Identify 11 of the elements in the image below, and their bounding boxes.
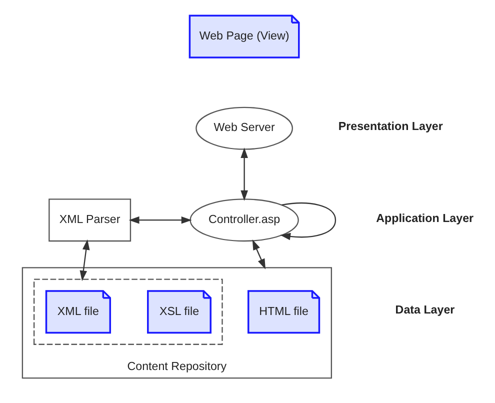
arrow [128, 216, 192, 224]
arrow [252, 240, 266, 270]
label: Application Layer [376, 212, 474, 225]
arrow [280, 202, 336, 240]
cluster [33, 278, 223, 345]
node-box: XML Parser [48, 198, 132, 242]
arrow [80, 239, 90, 282]
arrow [240, 148, 248, 201]
label: Data Layer [395, 304, 455, 317]
label: Presentation Layer [338, 120, 443, 134]
node-ellipse: Web Server [196, 106, 293, 150]
